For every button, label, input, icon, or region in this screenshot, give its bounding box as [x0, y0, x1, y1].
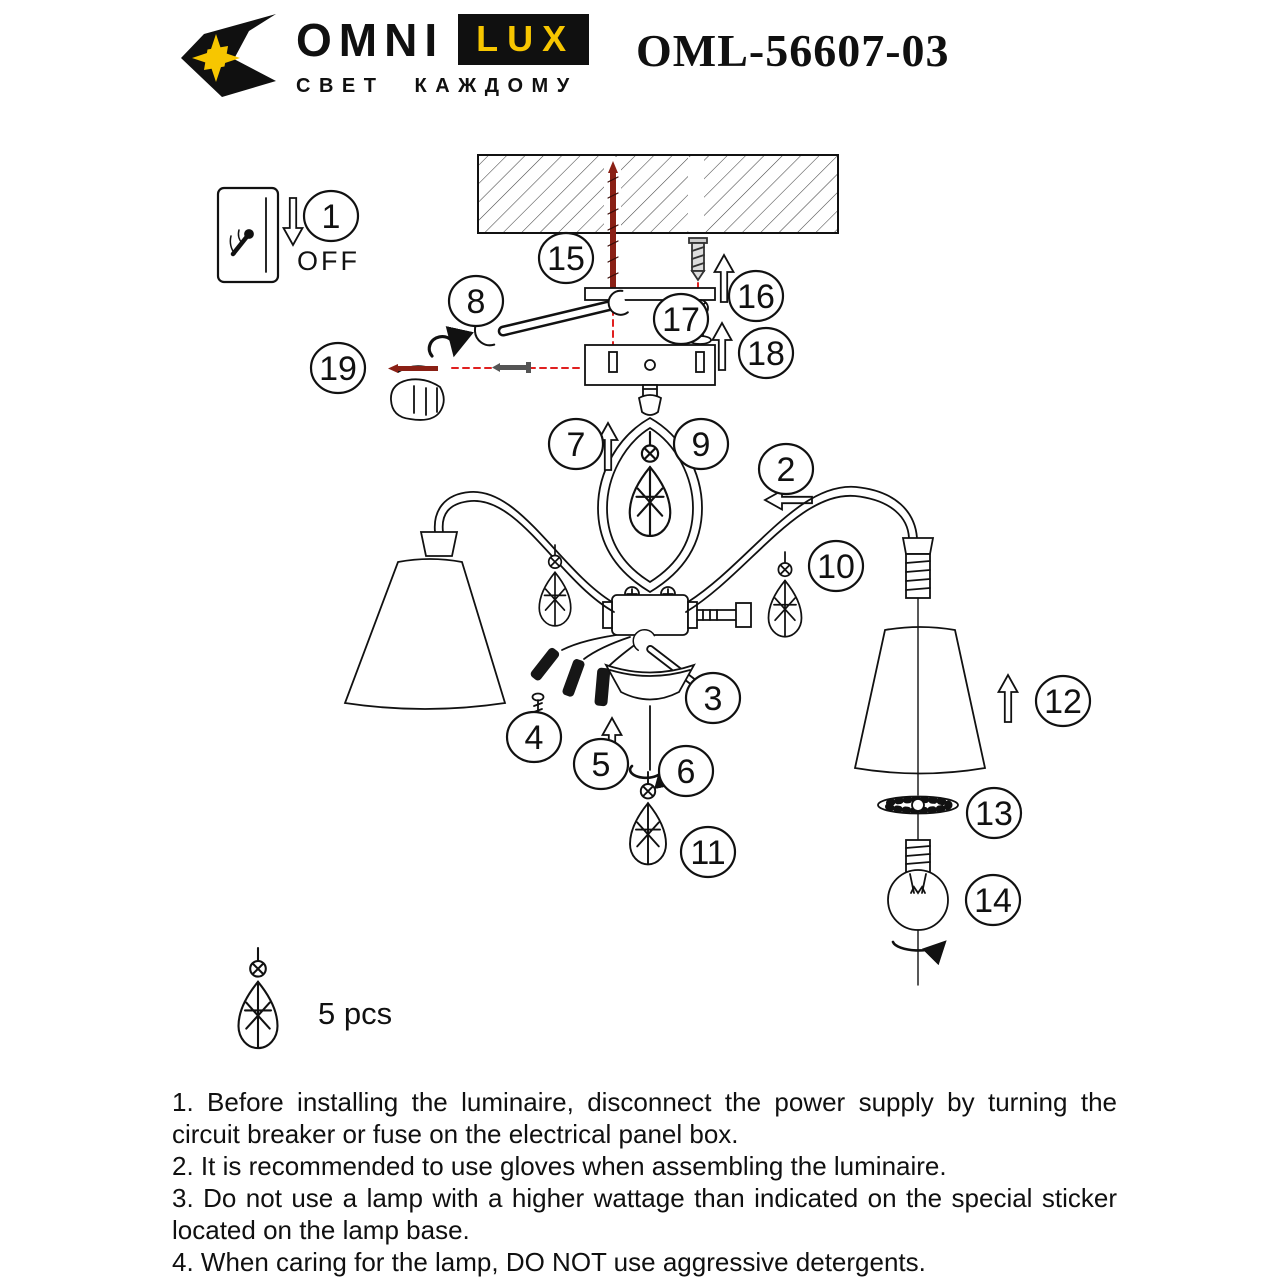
- pendant-count-label: 5 pcs: [318, 996, 392, 1031]
- bottom-crystal-pendant: [628, 770, 668, 866]
- callout-1: 1: [302, 189, 360, 243]
- svg-text:19: 19: [319, 350, 357, 388]
- svg-text:17: 17: [662, 301, 700, 339]
- logo-text-lux: LUX: [458, 14, 590, 65]
- instructions: 1. Before installing the luminaire, disc…: [172, 1086, 1117, 1278]
- power-switch-icon: [216, 186, 280, 284]
- hand-with-screw-icon: [388, 326, 585, 421]
- candle-sockets: [530, 647, 611, 707]
- callout-9: 9: [672, 417, 730, 471]
- svg-text:6: 6: [677, 753, 696, 791]
- svg-text:10: 10: [817, 548, 855, 586]
- ceiling: [477, 154, 839, 234]
- svg-text:2: 2: [777, 451, 796, 489]
- callout-18: 18: [737, 326, 795, 380]
- omnilux-logo-icon: [181, 14, 276, 97]
- svg-text:13: 13: [975, 795, 1013, 833]
- svg-text:15: 15: [547, 240, 585, 278]
- svg-text:3: 3: [704, 680, 723, 718]
- off-label: OFF: [297, 246, 360, 276]
- callout-13: 13: [965, 786, 1023, 840]
- svg-text:8: 8: [467, 283, 486, 321]
- callout-3: 3: [684, 671, 742, 725]
- callout-17: 17: [652, 292, 710, 346]
- callout-14: 14: [964, 873, 1022, 927]
- sample-crystal-pendant: [237, 946, 279, 1050]
- left-arm: [433, 491, 615, 613]
- crystal-pendant: [767, 551, 803, 638]
- callout-10: 10: [807, 539, 865, 593]
- shade-ring: [877, 795, 959, 815]
- model-number: OML-56607-03: [636, 25, 950, 76]
- canopy-finial: [637, 384, 663, 416]
- instruction-1: 1. Before installing the luminaire, disc…: [172, 1087, 1117, 1149]
- callout-16: 16: [727, 269, 785, 323]
- svg-text:16: 16: [737, 278, 775, 316]
- crystal-pendant: [628, 430, 672, 538]
- svg-text:11: 11: [690, 834, 725, 872]
- instruction-3: 3. Do not use a lamp with a higher watta…: [172, 1183, 1117, 1245]
- svg-text:4: 4: [525, 719, 544, 757]
- callout-11: 11: [679, 825, 737, 879]
- svg-text:1: 1: [322, 198, 341, 236]
- right-lamp-socket: [901, 537, 935, 599]
- up-arrow-icon: [997, 674, 1019, 723]
- callout-5: 5: [572, 737, 630, 791]
- rotate-arrow-icon: [628, 763, 677, 790]
- svg-text:7: 7: [567, 426, 586, 464]
- callout-8: 8: [447, 274, 505, 328]
- callout-19: 19: [309, 341, 367, 395]
- logo-tagline: СВЕТ КАЖДОМУ: [296, 75, 578, 97]
- callout-6: 6: [657, 744, 715, 798]
- instruction-2: 2. It is recommended to use gloves when …: [172, 1151, 947, 1181]
- center-hub: [602, 586, 752, 636]
- bottom-bowl: [604, 663, 696, 701]
- svg-text:14: 14: [974, 882, 1012, 920]
- teardrop-frame: [597, 416, 703, 594]
- svg-text:9: 9: [692, 426, 711, 464]
- left-lampshade: [343, 558, 507, 710]
- left-lamp-socket: [419, 531, 459, 557]
- down-arrow-icon: [282, 197, 304, 246]
- callout-2: 2: [757, 442, 815, 496]
- callout-4: 4: [505, 710, 563, 764]
- svg-text:5: 5: [592, 746, 611, 784]
- callout-15: 15: [537, 231, 595, 285]
- svg-text:18: 18: [747, 335, 785, 373]
- omnilux-logo: OMNI LUX СВЕТ КАЖДОМУ: [176, 8, 590, 100]
- right-lampshade: [853, 626, 987, 775]
- crystal-pendant: [538, 544, 572, 627]
- instruction-4: 4. When caring for the lamp, DO NOT use …: [172, 1247, 926, 1277]
- callout-7: 7: [547, 417, 605, 471]
- light-bulb: [887, 839, 949, 986]
- logo-text-omni: OMNI: [296, 13, 445, 66]
- logo-text: OMNI LUX СВЕТ КАЖДОМУ: [296, 8, 590, 98]
- right-arm: [685, 486, 918, 613]
- svg-text:12: 12: [1044, 683, 1082, 721]
- callout-12: 12: [1034, 674, 1092, 728]
